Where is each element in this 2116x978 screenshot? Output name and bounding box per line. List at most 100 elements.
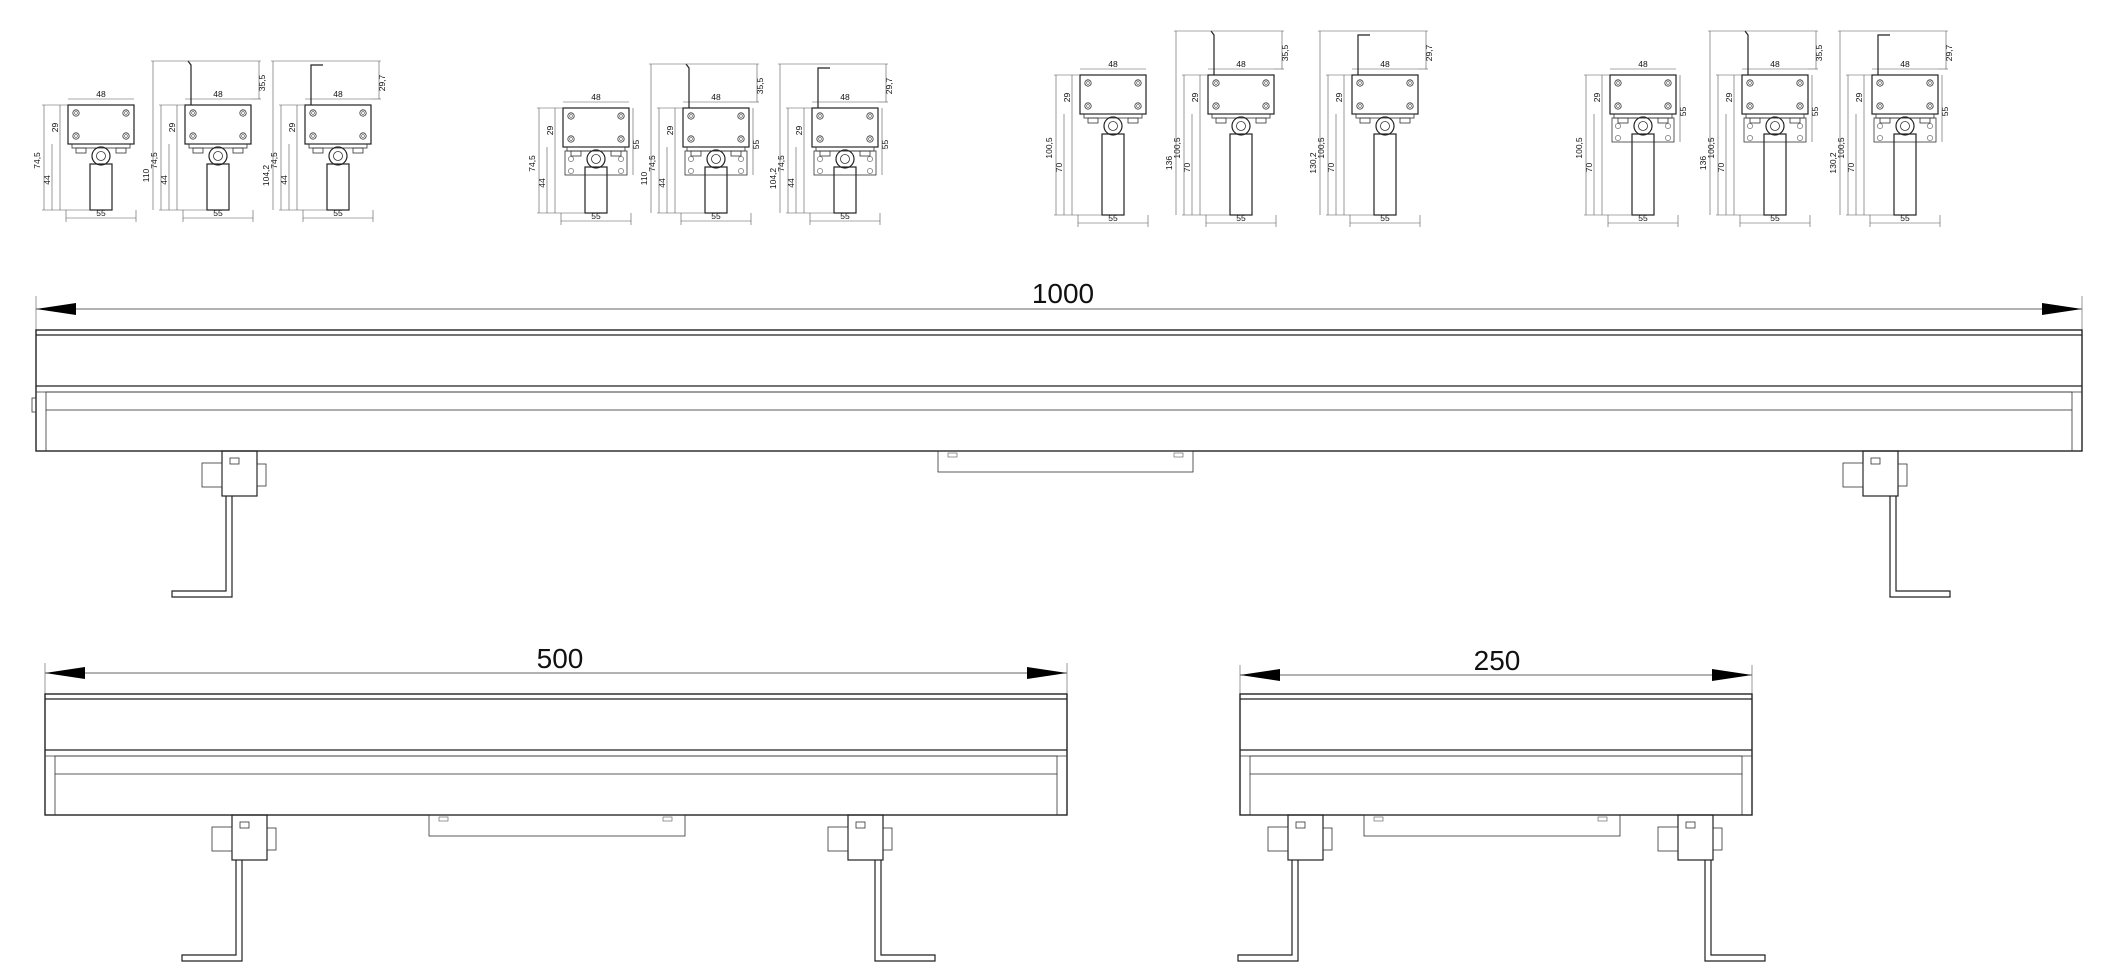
driver-box bbox=[428, 814, 686, 837]
section-group: 5548294474,5555548294474,55535,511055482… bbox=[527, 63, 894, 225]
dimension-height-low: 70 bbox=[1182, 163, 1192, 173]
dimension-height-plate: 29 bbox=[794, 126, 804, 136]
dimension-width-base: 55 bbox=[333, 208, 343, 218]
dimension-height-plate: 29 bbox=[1724, 93, 1734, 103]
dimension-width-base: 55 bbox=[1108, 213, 1118, 223]
driver-box bbox=[1363, 814, 1621, 837]
dimension-width-top: 48 bbox=[591, 92, 601, 102]
dimension-width-top: 48 bbox=[1108, 59, 1118, 69]
dimension-height-total: 74,5 bbox=[149, 152, 159, 169]
dimension-width-base: 55 bbox=[591, 211, 601, 221]
dimension-height-total: 100,5 bbox=[1044, 137, 1054, 159]
mounting-bracket-right bbox=[1657, 814, 1766, 962]
dimension-height-side: 55 bbox=[751, 140, 761, 150]
dimension-height-low: 44 bbox=[657, 178, 667, 188]
dimension-height-low: 44 bbox=[537, 178, 547, 188]
dimension-width-top: 48 bbox=[96, 89, 106, 99]
dimension-height-low: 70 bbox=[1584, 163, 1594, 173]
driver-box bbox=[937, 450, 1194, 473]
dimension-height-extra: 136 bbox=[1698, 156, 1708, 170]
dimension-height-low: 44 bbox=[279, 175, 289, 185]
dimension-height-tab: 35,5 bbox=[1814, 44, 1824, 61]
dimension-width-top: 48 bbox=[1380, 59, 1390, 69]
dimension-height-extra: 136 bbox=[1164, 156, 1174, 170]
section-group: 5548294474,55548294474,535,5110554829447… bbox=[32, 60, 387, 222]
dimension-height-plate: 29 bbox=[1592, 93, 1602, 103]
dimension-width-top: 48 bbox=[840, 92, 850, 102]
dimension-height-plate: 29 bbox=[1062, 93, 1072, 103]
dimension-height-total: 100,5 bbox=[1836, 137, 1846, 159]
dimension-height-extra: 104,2 bbox=[261, 165, 271, 187]
dimension-height-extra: 110 bbox=[639, 171, 649, 185]
mounting-bracket-right bbox=[1842, 450, 1951, 598]
dimension-height-plate: 29 bbox=[1190, 93, 1200, 103]
fixture-250: 250 bbox=[1237, 645, 1766, 962]
dimension-height-total: 100,5 bbox=[1172, 137, 1182, 159]
dimension-height-low: 44 bbox=[786, 178, 796, 188]
dimension-height-total: 74,5 bbox=[32, 152, 42, 169]
dimension-width-top: 48 bbox=[333, 89, 343, 99]
dimension-height-low: 70 bbox=[1326, 163, 1336, 173]
dimension-width-top: 48 bbox=[1900, 59, 1910, 69]
dimension-width-base: 55 bbox=[840, 211, 850, 221]
dimension-width-base: 55 bbox=[1900, 213, 1910, 223]
dimension-label-250: 250 bbox=[1474, 645, 1521, 676]
dimension-height-tab: 29,7 bbox=[1424, 44, 1434, 61]
dimension-height-plate: 29 bbox=[665, 126, 675, 136]
mounting-bracket-right bbox=[827, 814, 936, 962]
dimension-width-base: 55 bbox=[213, 208, 223, 218]
dimension-label-500: 500 bbox=[537, 643, 584, 674]
dimension-width-base: 55 bbox=[1638, 213, 1648, 223]
dimension-line-250: 250 bbox=[1239, 645, 1753, 694]
dimension-width-top: 48 bbox=[711, 92, 721, 102]
section-group: 55482970100,55555482970100,55535,5136554… bbox=[1574, 30, 1954, 227]
dimension-height-side: 55 bbox=[631, 140, 641, 150]
dimension-height-plate: 29 bbox=[1854, 93, 1864, 103]
dimension-height-low: 70 bbox=[1054, 163, 1064, 173]
dimension-height-extra: 104,2 bbox=[768, 168, 778, 190]
fixture-body bbox=[35, 329, 2083, 452]
dimension-height-tab: 29,7 bbox=[377, 74, 387, 91]
fixture-500: 500 bbox=[44, 643, 1068, 962]
dimension-height-tab: 35,5 bbox=[257, 74, 267, 91]
dimension-height-total: 74,5 bbox=[527, 155, 537, 172]
dimension-height-side: 55 bbox=[1810, 107, 1820, 117]
dimension-width-top: 48 bbox=[1236, 59, 1246, 69]
dimension-height-plate: 29 bbox=[50, 123, 60, 133]
section-views-row: 5548294474,55548294474,535,5110554829447… bbox=[32, 30, 1954, 227]
dimension-height-extra: 130,2 bbox=[1828, 152, 1838, 174]
dimension-height-low: 44 bbox=[159, 175, 169, 185]
dimension-width-top: 48 bbox=[213, 89, 223, 99]
dimension-width-base: 55 bbox=[1380, 213, 1390, 223]
dimension-height-tab: 29,7 bbox=[884, 77, 894, 94]
dimension-width-top: 48 bbox=[1770, 59, 1780, 69]
dimension-height-low: 70 bbox=[1846, 163, 1856, 173]
dimension-height-low: 70 bbox=[1716, 163, 1726, 173]
dimension-width-top: 48 bbox=[1638, 59, 1648, 69]
dimension-line-500: 500 bbox=[44, 643, 1068, 694]
dimension-width-base: 55 bbox=[1236, 213, 1246, 223]
dimension-height-low: 44 bbox=[42, 175, 52, 185]
mounting-bracket-left bbox=[181, 814, 277, 962]
dimension-width-base: 55 bbox=[711, 211, 721, 221]
dimension-height-total: 100,5 bbox=[1706, 137, 1716, 159]
dimension-width-base: 55 bbox=[96, 208, 106, 218]
dimension-height-plate: 29 bbox=[545, 126, 555, 136]
dimension-height-total: 74,5 bbox=[776, 155, 786, 172]
dimension-height-total: 100,5 bbox=[1316, 137, 1326, 159]
dimension-height-plate: 29 bbox=[287, 123, 297, 133]
section-group: 55482970100,555482970100,535,51365548297… bbox=[1044, 30, 1434, 227]
